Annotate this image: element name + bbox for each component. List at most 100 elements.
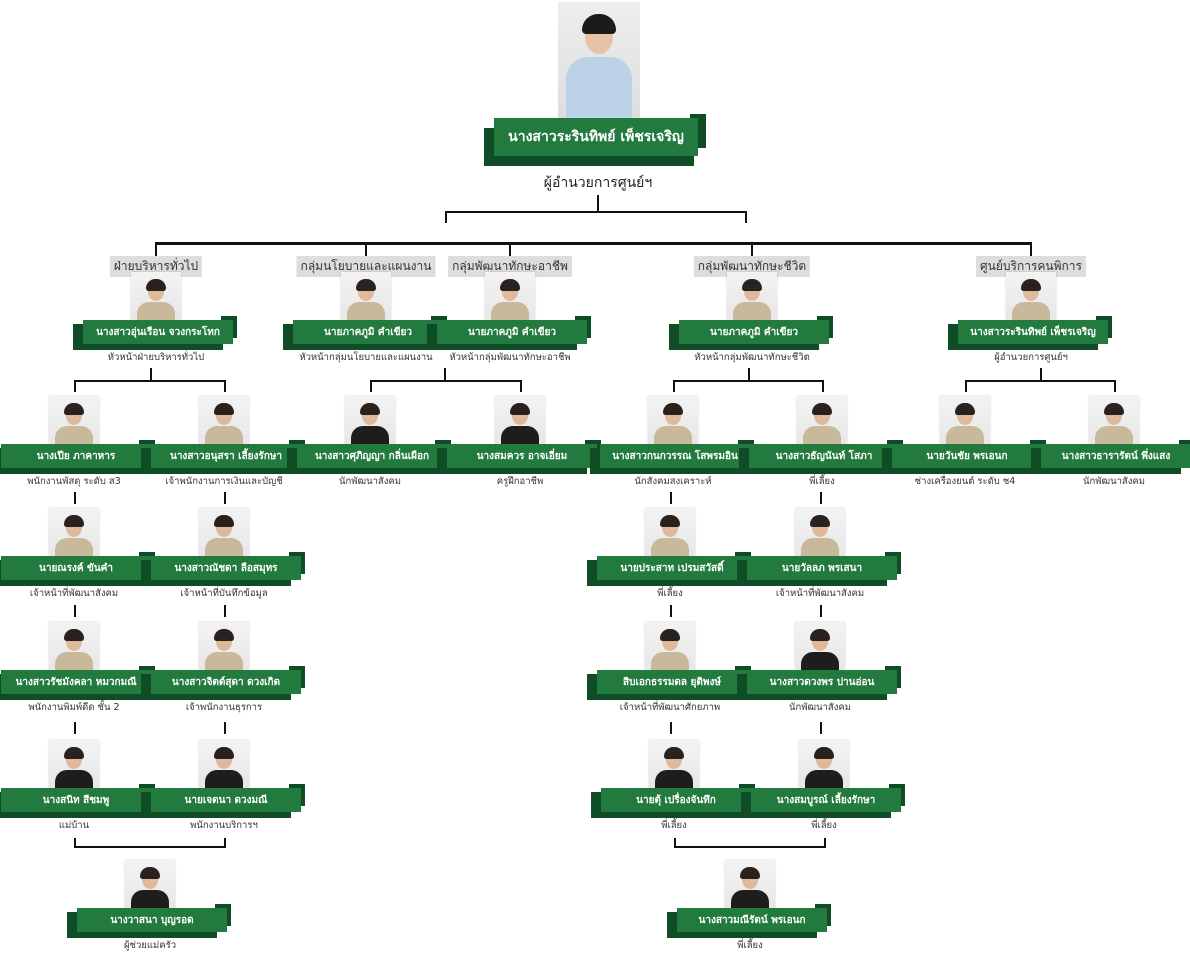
connector-line xyxy=(224,380,226,392)
connector-line xyxy=(1040,368,1042,381)
staff-title: พนักงานพัสดุ ระดับ ส3 xyxy=(27,476,121,487)
staff-name: นายณรงค์ ขันคำ xyxy=(1,556,151,580)
staff-name: นางสาวจิตต์สุดา ดวงเกิด xyxy=(151,670,301,694)
connector-line xyxy=(224,605,226,617)
staff-title: พี่เลี้ยง xyxy=(661,820,687,831)
connector-line xyxy=(370,380,372,392)
connector-line xyxy=(150,368,152,381)
staff-card: นางสาวกนกวรรณ โสพรมอิน นักสังคมสงเคราะห์ xyxy=(588,396,758,487)
staff-name: นายวันชัย พรเอนก xyxy=(892,444,1042,468)
staff-name: นางสาวดวงพร ปานอ่อน xyxy=(747,670,897,694)
staff-title: หัวหน้าฝ่ายบริหารทั่วไป xyxy=(107,352,205,363)
connector-line xyxy=(822,380,824,392)
staff-name: นางสาวอุ่นเรือน จวงกระโทก xyxy=(83,320,233,344)
department-label: กลุ่มพัฒนาทักษะชีวิต xyxy=(693,256,811,277)
staff-card: นางสมควร อาจเอี่ยม ครูฝึกอาชีพ xyxy=(435,396,605,487)
staff-card: นายเจตนา ดวงมณี พนักงานบริการฯ xyxy=(139,740,309,831)
connector-line xyxy=(820,605,822,617)
connector-line xyxy=(74,605,76,617)
staff-title: นักพัฒนาสังคม xyxy=(789,702,851,713)
connector-line xyxy=(370,380,522,382)
staff-card: นางเปีย ภาคาหาร พนักงานพัสดุ ระดับ ส3 xyxy=(0,396,159,487)
connector-line xyxy=(820,492,822,504)
staff-card: นางสาวจิตต์สุดา ดวงเกิด เจ้าพนักงานธุรกา… xyxy=(139,622,309,713)
staff-card: นายวันชัย พรเอนก ช่างเครื่องยนต์ ระดับ ช… xyxy=(880,396,1050,487)
connector-line xyxy=(155,242,157,256)
staff-card: นายวัลลภ พรเสนา เจ้าหน้าที่พัฒนาสังคม xyxy=(735,508,905,599)
staff-card: นายภาคภูมิ คำเขียว หัวหน้ากลุ่มพัฒนาทักษ… xyxy=(667,272,837,363)
staff-title: ครูฝึกอาชีพ xyxy=(496,476,544,487)
connector-line xyxy=(824,838,826,848)
staff-title: เจ้าหน้าที่พัฒนาสังคม xyxy=(775,588,865,599)
staff-title: พี่เลี้ยง xyxy=(811,820,837,831)
staff-name: นายตุ้ เปรื่องจันทึก xyxy=(601,788,751,812)
staff-title: พนักงานบริการฯ xyxy=(190,820,258,831)
staff-card: นางสาวศุภิญญา กลิ่นเผือก นักพัฒนาสังคม xyxy=(285,396,455,487)
staff-name: นางสาวธารารัตน์ พึ่งแสง xyxy=(1041,444,1190,468)
staff-title: ช่างเครื่องยนต์ ระดับ ช4 xyxy=(914,476,1016,487)
staff-name: นางสมบูรณ์ เลี้ยงรักษา xyxy=(751,788,901,812)
staff-card: นางสนิท สีชมพู แม่บ้าน xyxy=(0,740,159,831)
staff-card: นางสาวธัญนันท์ โสภา พี่เลี้ยง xyxy=(737,396,907,487)
connector-line xyxy=(670,605,672,617)
staff-title: เจ้าหน้าที่พัฒนาศักยภาพ xyxy=(619,702,721,713)
connector-line xyxy=(673,380,675,392)
connector-line xyxy=(74,380,76,392)
staff-title: นักพัฒนาสังคม xyxy=(1083,476,1145,487)
connector-line xyxy=(520,380,522,392)
connector-line xyxy=(674,838,676,848)
staff-title: เจ้าหน้าที่บันทึกข้อมูล xyxy=(180,588,268,599)
staff-card: นางสาวอนุสรา เลี้ยงรักษา เจ้าพนักงานการเ… xyxy=(139,396,309,487)
connector-line xyxy=(445,211,747,213)
connector-line xyxy=(74,380,226,382)
staff-title: เจ้าพนักงานการเงินและบัญชี xyxy=(165,476,283,487)
staff-name: นางสาวกนกวรรณ โสพรมอิน xyxy=(600,444,750,468)
staff-card: นายประสาท เปรมสวัสดิ์ พี่เลี้ยง xyxy=(585,508,755,599)
connector-line xyxy=(509,242,511,256)
connector-line xyxy=(751,242,753,256)
connector-line xyxy=(444,368,446,381)
staff-name: นางสมควร อาจเอี่ยม xyxy=(447,444,597,468)
staff-card: นายณรงค์ ขันคำ เจ้าหน้าที่พัฒนาสังคม xyxy=(0,508,159,599)
staff-card: นายภาคภูมิ คำเขียว หัวหน้ากลุ่มนโยบายและ… xyxy=(281,272,451,363)
connector-line xyxy=(748,368,750,381)
connector-line xyxy=(820,722,822,734)
staff-title: พนักงานพิมพ์ดีด ชั้น 2 xyxy=(28,702,120,713)
staff-card: นางสาวดวงพร ปานอ่อน นักพัฒนาสังคม xyxy=(735,622,905,713)
staff-title: พี่เลี้ยง xyxy=(809,476,835,487)
staff-name: นางสาวระรินทิพย์ เพ็ชรเจริญ xyxy=(958,320,1108,344)
department-label: กลุ่มพัฒนาทักษะอาชีพ xyxy=(448,256,572,277)
department-label: ฝ่ายบริหารทั่วไป xyxy=(109,256,203,277)
staff-name: นางสาวรัชมังคลา หมวกมณี xyxy=(1,670,151,694)
staff-card: นางสาวอุ่นเรือน จวงกระโทก หัวหน้าฝ่ายบริ… xyxy=(71,272,241,363)
connector-line xyxy=(1114,380,1116,392)
staff-name: สิบเอกธรรมดล ยุติพงษ์ xyxy=(597,670,747,694)
staff-title: แม่บ้าน xyxy=(58,820,90,831)
connector-line xyxy=(1030,242,1032,256)
connector-line xyxy=(74,492,76,504)
staff-name: นายภาคภูมิ คำเขียว xyxy=(679,320,829,344)
staff-name: นางสาวธัญนันท์ โสภา xyxy=(749,444,899,468)
connector-line xyxy=(224,492,226,504)
staff-title: หัวหน้ากลุ่มพัฒนาทักษะชีวิต xyxy=(694,352,810,363)
staff-title: เจ้าหน้าที่พัฒนาสังคม xyxy=(29,588,119,599)
connector-line xyxy=(74,722,76,734)
connector-line xyxy=(745,211,747,223)
director-photo xyxy=(558,2,640,124)
staff-name: นางสาวมณีรัตน์ พรเอนก xyxy=(677,908,827,932)
connector-line xyxy=(673,380,824,382)
connector-line xyxy=(224,838,226,848)
department-label: ศูนย์บริการคนพิการ xyxy=(976,256,1086,277)
staff-name: นายประสาท เปรมสวัสดิ์ xyxy=(597,556,747,580)
department-label: กลุ่มนโยบายและแผนงาน xyxy=(296,256,436,277)
staff-title: นักสังคมสงเคราะห์ xyxy=(634,476,712,487)
staff-card: สิบเอกธรรมดล ยุติพงษ์ เจ้าหน้าที่พัฒนาศั… xyxy=(585,622,755,713)
staff-title: หัวหน้ากลุ่มนโยบายและแผนงาน xyxy=(299,352,433,363)
staff-card: นางสาวมณีรัตน์ พรเอนก พี่เลี้ยง xyxy=(665,860,835,951)
staff-card: นางสาวรัชมังคลา หมวกมณี พนักงานพิมพ์ดีด … xyxy=(0,622,159,713)
connector-line xyxy=(965,380,967,392)
staff-title: พี่เลี้ยง xyxy=(737,940,763,951)
staff-title: เจ้าพนักงานธุรการ xyxy=(185,702,263,713)
staff-name: นางวาสนา บุญรอด xyxy=(77,908,227,932)
connector-line xyxy=(670,722,672,734)
